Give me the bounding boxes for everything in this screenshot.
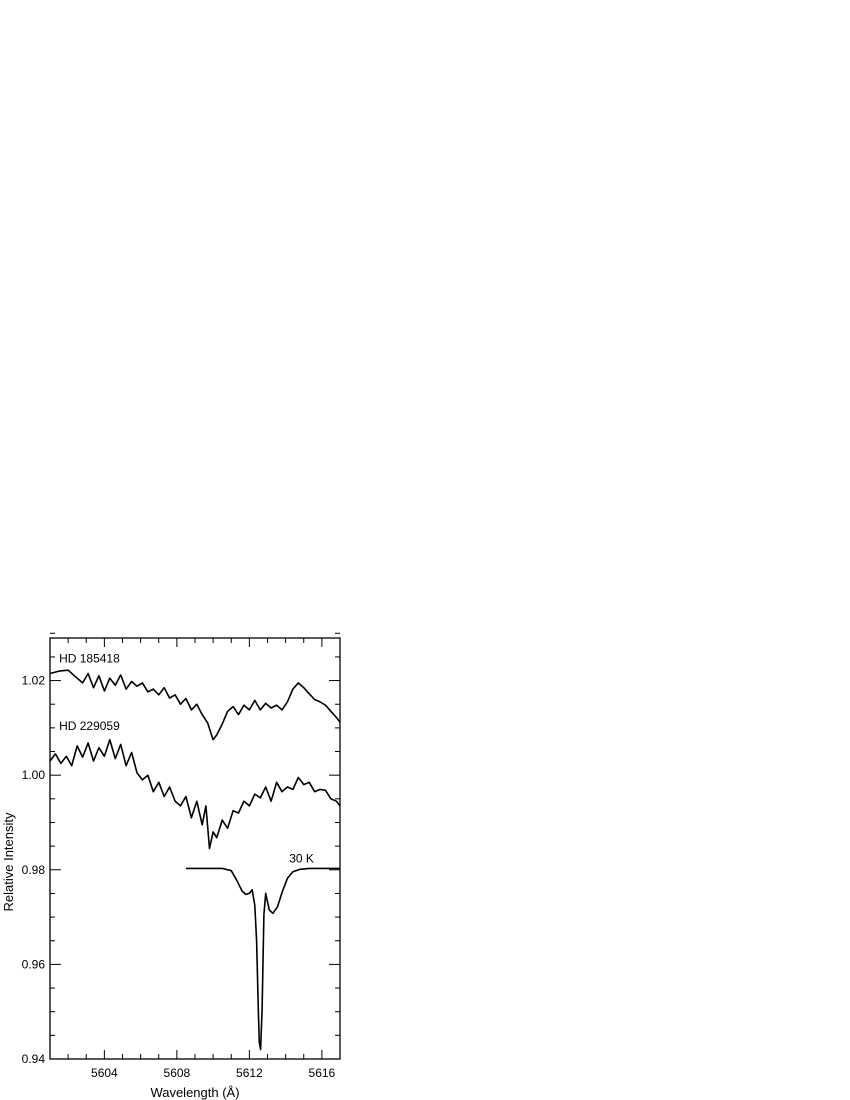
series-line-30-k [185, 867, 340, 1051]
series-line-hd-229059 [49, 738, 341, 850]
y-tick-label: 0.96 [22, 957, 46, 971]
y-axis-ticks: 0.94 0.96 0.98 1.00 1.02 [22, 632, 340, 1066]
x-tick-label: 5604 [91, 1066, 118, 1080]
series-label: HD 185418 [59, 652, 120, 666]
x-tick-label: 5608 [164, 1066, 191, 1080]
series-label: HD 229059 [59, 719, 120, 733]
annotation-layer: HD 185418 HD 229059 30 K [59, 652, 314, 866]
x-axis-title: Wavelength (Å) [150, 1085, 239, 1100]
y-axis-title: Relative Intensity [1, 812, 16, 911]
y-tick-label: 0.98 [22, 863, 46, 877]
plot-frame [49, 637, 341, 1060]
x-tick-label: 5612 [236, 1066, 263, 1080]
series-layer [49, 669, 341, 1051]
y-tick-label: 1.00 [22, 768, 46, 782]
x-tick-label: 5616 [309, 1066, 336, 1080]
y-tick-label: 1.02 [22, 674, 46, 688]
y-tick-label: 0.94 [22, 1052, 46, 1066]
series-line-hd-185418 [49, 669, 341, 741]
series-label: 30 K [289, 852, 314, 866]
x-axis-ticks: 5604 5608 5612 5616 [49, 638, 341, 1080]
